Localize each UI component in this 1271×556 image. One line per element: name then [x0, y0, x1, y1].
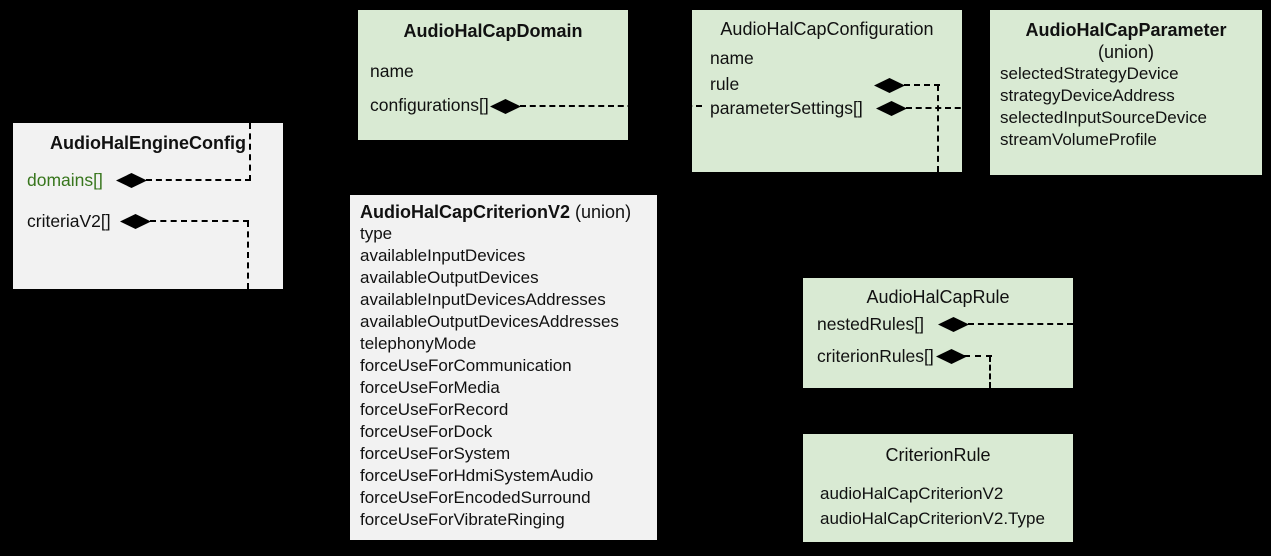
field-forceUseForDock: forceUseForDock [360, 422, 493, 441]
box-title-domain: AudioHalCapDomain [403, 21, 583, 41]
box-title-rule: AudioHalCapRule [866, 287, 1010, 307]
field-telephonyMode: telephonyMode [360, 334, 477, 353]
field-forceUseForEncodedSurround: forceUseForEncodedSurround [360, 488, 591, 507]
field-parameterSettings: parameterSettings[] [710, 98, 863, 118]
field-type: type [360, 224, 393, 243]
box-title-configuration: AudioHalCapConfiguration [720, 19, 934, 39]
field-selectedStrategyDevice: selectedStrategyDevice [1000, 64, 1179, 83]
field-forceUseForMedia: forceUseForMedia [360, 378, 500, 397]
connector-configurations-horizontal [520, 105, 702, 107]
field-availableOutputDevices: availableOutputDevices [360, 268, 539, 287]
box-subtitle-union: (union) [575, 202, 632, 222]
field-availableOutputDevicesAddresses: availableOutputDevicesAddresses [360, 312, 619, 331]
connector-domains-vertical [249, 123, 251, 181]
field-name: name [370, 61, 414, 81]
class-box-criterionrule: CriterionRule audioHalCapCriterionV2 aud… [803, 434, 1073, 542]
box-subtitle-union: (union) [1097, 42, 1155, 62]
box-title-parameter: AudioHalCapParameter [1025, 20, 1227, 40]
connector-nestedrules-horizontal [968, 323, 1073, 325]
connector-criterionrules-vertical [989, 356, 991, 388]
field-audioHalCapCriterionV2-type: audioHalCapCriterionV2.Type [820, 509, 1045, 528]
connector-criteriav2-horizontal [150, 220, 249, 222]
class-box-audiohalcapparameter: AudioHalCapParameter (union) selectedStr… [990, 10, 1262, 175]
connector-domains-horizontal [146, 179, 251, 181]
criterionrules-aggregation-diamond-icon [936, 349, 967, 364]
field-nestedRules: nestedRules[] [817, 314, 925, 334]
field-configurations: configurations[] [370, 95, 489, 115]
connector-parametersettings-horizontal [906, 107, 990, 109]
field-forceUseForHdmiSystemAudio: forceUseForHdmiSystemAudio [360, 466, 594, 485]
field-forceUseForSystem: forceUseForSystem [360, 444, 511, 463]
connector-criteriav2-vertical [247, 221, 249, 289]
rule-aggregation-diamond-icon [874, 78, 905, 93]
class-box-audiohalcaprule: AudioHalCapRule nestedRules[] criterionR… [803, 278, 1073, 388]
field-forceUseForVibrateRinging: forceUseForVibrateRinging [360, 510, 565, 529]
field-availableInputDevicesAddresses: availableInputDevicesAddresses [360, 290, 606, 309]
box-title-criterionrule: CriterionRule [885, 445, 991, 465]
box-title-engine: AudioHalEngineConfig [50, 133, 246, 153]
class-box-audiohalengineconfig: AudioHalEngineConfig domains[] criteriaV… [13, 123, 283, 289]
class-box-audiohalcapcriterionv2: AudioHalCapCriterionV2(union) type avail… [350, 195, 657, 540]
field-forceUseForCommunication: forceUseForCommunication [360, 356, 572, 375]
field-criterionRules: criterionRules[] [817, 346, 934, 366]
field-criteriaV2: criteriaV2[] [27, 211, 111, 231]
connector-rule-vertical [937, 85, 939, 172]
field-name: name [710, 48, 754, 68]
domains-aggregation-diamond-icon [116, 173, 147, 188]
connector-rule-horizontal [904, 84, 940, 86]
field-rule: rule [710, 74, 740, 94]
field-streamVolumeProfile: streamVolumeProfile [1000, 130, 1157, 149]
class-box-audiohalcapdomain: AudioHalCapDomain name configurations[] [358, 10, 628, 140]
connector-criterionrules-horizontal [964, 355, 992, 357]
class-box-audiohalcapconfiguration: AudioHalCapConfiguration name rule param… [692, 10, 962, 172]
field-audioHalCapCriterionV2: audioHalCapCriterionV2 [820, 484, 1004, 503]
box-title-criterionv2-text: AudioHalCapCriterionV2 [360, 202, 571, 222]
nestedrules-aggregation-diamond-icon [938, 317, 969, 332]
configurations-aggregation-diamond-icon [490, 99, 521, 114]
box-title-criterionv2: AudioHalCapCriterionV2(union) [360, 201, 631, 223]
criteriav2-aggregation-diamond-icon [120, 214, 151, 229]
field-domains: domains[] [27, 170, 103, 190]
field-forceUseForRecord: forceUseForRecord [360, 400, 509, 419]
field-selectedInputSourceDevice: selectedInputSourceDevice [1000, 108, 1207, 127]
field-availableInputDevices: availableInputDevices [360, 246, 526, 265]
parametersettings-aggregation-diamond-icon [876, 101, 907, 116]
field-strategyDeviceAddress: strategyDeviceAddress [1000, 86, 1175, 105]
